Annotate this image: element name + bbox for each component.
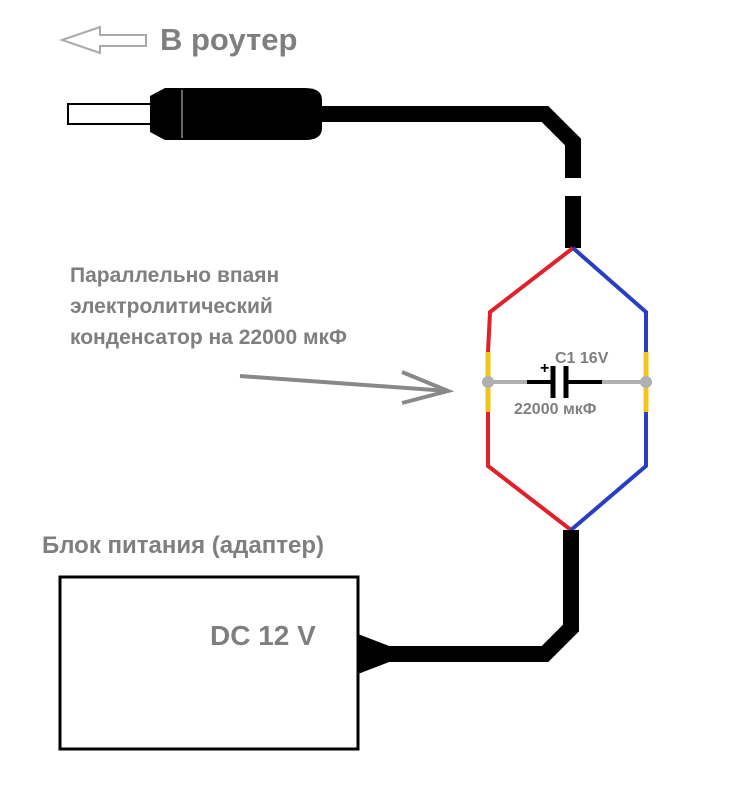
adapter-cable-strain-relief [358,634,410,674]
adapter-voltage: DC 12 V [210,620,316,651]
capacitor-capacitance: 22000 мкФ [514,401,597,418]
capacitor-rating: C1 16V [555,350,609,367]
note-line-3: конденсатор на 22000 мкФ [70,326,347,349]
cable-bottom [378,530,579,662]
pointer-arrow-icon [239,370,455,405]
power-adapter-box [58,575,360,751]
capacitor-polarity-mark: + [540,360,549,377]
capacitor-icon [488,366,646,398]
note-line-1: Параллельно впаян [70,264,279,287]
adapter-title: Блок питания (адаптер) [42,532,324,559]
positive-wire [486,246,575,532]
cable-top [320,106,581,178]
dc-plug-icon [67,88,322,140]
note-line-2: электролитический [70,295,273,318]
negative-wire [569,246,648,532]
left-arrow-icon [58,25,147,55]
router-label: В роутер [160,22,297,57]
